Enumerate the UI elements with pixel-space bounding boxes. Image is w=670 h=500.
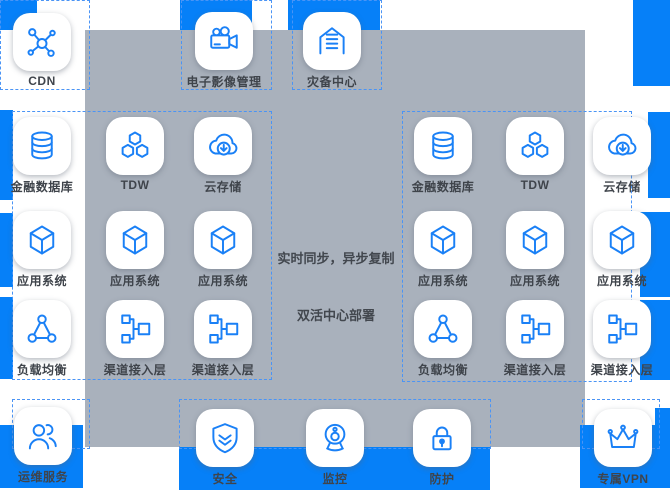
node-label: 云存储 — [204, 180, 242, 194]
database-icon — [13, 117, 71, 175]
node-channel-access: 渠道接入层 — [591, 300, 653, 377]
node-tdw: TDW — [506, 117, 564, 192]
node-channel-access: 渠道接入层 — [192, 300, 254, 377]
node-vpn: 专属VPN — [594, 409, 652, 486]
node-app-system: 应用系统 — [506, 211, 564, 288]
node-label: 负载均衡 — [16, 363, 67, 377]
hexagons-icon — [106, 117, 164, 175]
node-app-system: 应用系统 — [13, 211, 71, 288]
node-ops-service: 运维服务 — [14, 407, 72, 484]
load-balancer-icon — [414, 300, 472, 358]
webcam-icon — [306, 409, 364, 467]
node-security: 安全 — [196, 409, 254, 486]
group-imaging — [181, 0, 272, 90]
cube-icon — [194, 211, 252, 269]
node-cloud-storage: 云存储 — [194, 117, 252, 194]
node-label: 应用系统 — [16, 274, 67, 288]
node-label: TDW — [520, 178, 550, 192]
node-label: CDN — [28, 74, 56, 88]
node-label: 应用系统 — [417, 274, 468, 288]
database-icon — [414, 117, 472, 175]
node-cdn: CDN — [13, 13, 71, 88]
cube-icon — [593, 211, 651, 269]
node-label: 防护 — [429, 472, 455, 486]
node-label: 监控 — [322, 472, 348, 486]
node-finance-db: 金融数据库 — [11, 117, 73, 194]
node-label: 渠道接入层 — [590, 363, 654, 377]
tree-icon — [506, 300, 564, 358]
tree-icon — [106, 300, 164, 358]
accent-bottom-right-edge — [655, 408, 670, 488]
node-label: 专属VPN — [597, 472, 649, 486]
warehouse-icon — [303, 12, 361, 70]
cloud-download-icon — [194, 117, 252, 175]
node-label: 金融数据库 — [10, 180, 74, 194]
deployment-annotation: 双活中心部署 — [296, 308, 375, 323]
load-balancer-icon — [13, 300, 71, 358]
node-label: 应用系统 — [197, 274, 248, 288]
tree-icon — [593, 300, 651, 358]
accent-top-right — [633, 0, 670, 86]
node-label: 云存储 — [603, 180, 641, 194]
accent-left-2 — [0, 213, 13, 287]
lock-icon — [413, 409, 471, 467]
node-label: 负载均衡 — [417, 363, 468, 377]
node-label: 渠道接入层 — [503, 363, 567, 377]
accent-right-1 — [648, 112, 670, 198]
accent-left-1 — [0, 110, 13, 200]
node-cloud-storage: 云存储 — [593, 117, 651, 194]
group-datacenter-left — [12, 111, 272, 380]
video-camera-icon — [195, 12, 253, 70]
cube-icon — [414, 211, 472, 269]
datacenter-panel — [85, 30, 585, 447]
node-label: 电子影像管理 — [186, 75, 262, 89]
node-label: 应用系统 — [109, 274, 160, 288]
cube-icon — [106, 211, 164, 269]
node-imaging: 电子影像管理 — [186, 12, 261, 89]
node-label: 运维服务 — [17, 470, 68, 484]
node-channel-access: 渠道接入层 — [504, 300, 566, 377]
group-cdn — [0, 0, 90, 90]
node-app-system: 应用系统 — [593, 211, 651, 288]
node-app-system: 应用系统 — [414, 211, 472, 288]
node-label: 应用系统 — [596, 274, 647, 288]
node-label: 灾备中心 — [306, 75, 357, 89]
crown-icon — [594, 409, 652, 467]
node-load-balancer: 负载均衡 — [414, 300, 472, 377]
shield-icon — [196, 409, 254, 467]
tree-icon — [194, 300, 252, 358]
group-disaster-center — [292, 0, 382, 90]
node-load-balancer: 负载均衡 — [13, 300, 71, 377]
node-label: 渠道接入层 — [103, 363, 167, 377]
node-label: 安全 — [212, 472, 238, 486]
node-monitoring: 监控 — [306, 409, 364, 486]
sync-annotation: 实时同步，异步复制 — [277, 251, 395, 266]
users-icon — [14, 407, 72, 465]
node-label: 渠道接入层 — [191, 363, 255, 377]
cloud-download-icon — [593, 117, 651, 175]
node-app-system: 应用系统 — [106, 211, 164, 288]
cube-icon — [13, 211, 71, 269]
node-label: 应用系统 — [509, 274, 560, 288]
node-protection: 防护 — [413, 409, 471, 486]
node-tdw: TDW — [106, 117, 164, 192]
node-app-system: 应用系统 — [194, 211, 252, 288]
node-label: 金融数据库 — [411, 180, 475, 194]
accent-left-3 — [0, 297, 13, 379]
cdn-network-icon — [13, 13, 71, 71]
node-channel-access: 渠道接入层 — [104, 300, 166, 377]
hexagons-icon — [506, 117, 564, 175]
node-finance-db: 金融数据库 — [412, 117, 474, 194]
node-disaster-center: 灾备中心 — [303, 12, 361, 89]
cube-icon — [506, 211, 564, 269]
node-label: TDW — [120, 178, 150, 192]
